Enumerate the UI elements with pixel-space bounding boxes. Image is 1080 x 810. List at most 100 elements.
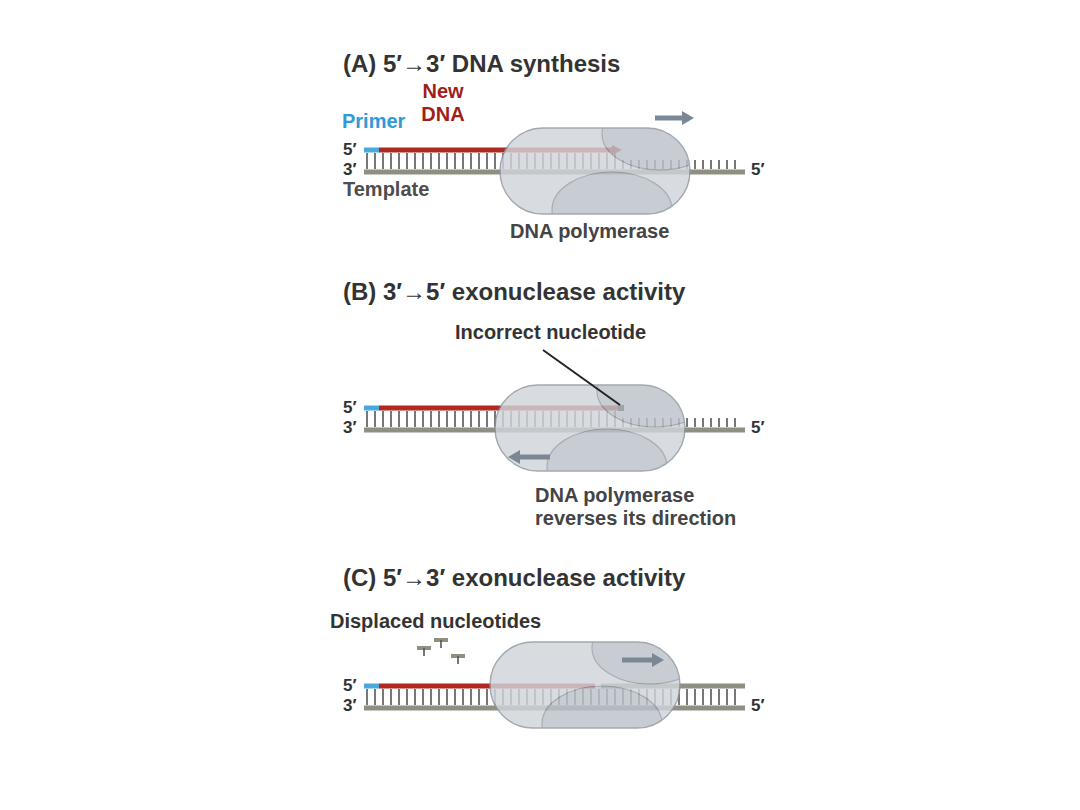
template-label: Template	[343, 178, 429, 201]
displaced-nucleotide	[417, 648, 431, 656]
polymerase-lobes	[542, 612, 708, 762]
base-pair	[734, 689, 736, 705]
arrow-shaft	[655, 116, 684, 121]
unpaired-base	[702, 160, 704, 169]
base-pair	[694, 689, 696, 705]
polymerase-outline	[495, 385, 685, 471]
base-pair	[430, 153, 432, 169]
primer-strand	[364, 684, 379, 689]
unpaired-base	[710, 418, 712, 427]
base-pair	[470, 689, 472, 705]
base-pair	[454, 153, 456, 169]
panel-heading: (A) 5′→3′ DNA synthesis	[343, 50, 620, 78]
unpaired-base	[702, 418, 704, 427]
unpaired-base	[726, 160, 728, 169]
base-pair	[374, 153, 376, 169]
arrow-head	[652, 653, 664, 667]
base-pair	[710, 689, 712, 705]
upper-lobe	[597, 355, 713, 427]
base-pair	[398, 153, 400, 169]
base-pair	[718, 689, 720, 705]
base	[440, 640, 442, 648]
base-pair	[390, 153, 392, 169]
unpaired-base	[710, 160, 712, 169]
end-label: 5′	[343, 398, 357, 418]
arrow-shaft	[622, 658, 654, 663]
upper-lobe	[592, 612, 708, 684]
new-dna-label: New DNA	[408, 80, 478, 126]
base-pair	[462, 153, 464, 169]
unpaired-base	[694, 418, 696, 427]
unpaired-base	[718, 160, 720, 169]
end-label: 5′	[343, 140, 357, 160]
enzyme-label: DNA polymerase	[510, 220, 669, 243]
base-pair	[438, 411, 440, 427]
panel-heading: (B) 3′→5′ exonuclease activity	[343, 278, 685, 306]
base-pair	[478, 411, 480, 427]
base-pair	[406, 411, 408, 427]
base-pair	[470, 411, 472, 427]
base-pair	[454, 689, 456, 705]
base-pair	[382, 689, 384, 705]
base-pair	[398, 689, 400, 705]
base-pair	[422, 153, 424, 169]
base-pair	[446, 411, 448, 427]
direction-arrow	[508, 450, 550, 464]
base-pair	[382, 411, 384, 427]
displaced-nucleotide	[451, 656, 465, 664]
base-pair	[422, 689, 424, 705]
base-pair	[406, 689, 408, 705]
upper-lobe	[602, 98, 718, 170]
base-pair	[462, 411, 464, 427]
unpaired-base	[734, 160, 736, 169]
primer-strand	[364, 148, 379, 153]
base-pair	[422, 411, 424, 427]
leader-line	[543, 350, 620, 405]
end-label: 5′	[343, 676, 357, 696]
base-pair	[702, 689, 704, 705]
base-pair	[414, 153, 416, 169]
dna-polymerase	[495, 355, 713, 505]
unpaired-base	[694, 160, 696, 169]
direction-arrow	[622, 653, 664, 667]
base-pair	[366, 411, 368, 427]
base-pair	[414, 411, 416, 427]
panel-heading: (C) 5′→3′ exonuclease activity	[343, 564, 685, 592]
base	[423, 648, 425, 656]
unpaired-base	[718, 418, 720, 427]
base-pair	[686, 689, 688, 705]
enzyme-label: DNA polymerase reverses its direction	[535, 484, 780, 530]
end-label: 5′	[751, 418, 765, 438]
polymerase-outline	[500, 128, 690, 214]
base-pair	[414, 689, 416, 705]
base-pair	[406, 153, 408, 169]
unpaired-base	[734, 418, 736, 427]
base-pair	[454, 411, 456, 427]
arrow-shaft	[518, 455, 550, 460]
primer-label: Primer	[342, 110, 405, 133]
callout-label: Displaced nucleotides	[330, 610, 541, 633]
polymerase-outline	[490, 642, 680, 728]
dna-polymerase	[490, 612, 708, 762]
base-pair	[438, 153, 440, 169]
base-pair	[726, 689, 728, 705]
end-label: 3′	[343, 160, 357, 180]
base-pair	[430, 689, 432, 705]
base-pair	[486, 411, 488, 427]
end-label: 3′	[343, 418, 357, 438]
base-pair	[486, 153, 488, 169]
base-pair	[390, 689, 392, 705]
polymerase-lobes	[547, 355, 713, 505]
base-pair	[374, 411, 376, 427]
unpaired-base	[726, 418, 728, 427]
arrow-head	[508, 450, 520, 464]
base-pair	[374, 689, 376, 705]
base-pair	[494, 153, 496, 169]
base-pair	[390, 411, 392, 427]
base-pair	[438, 689, 440, 705]
base-pair	[398, 411, 400, 427]
dna-polymerase	[500, 98, 718, 248]
base-pair	[366, 689, 368, 705]
